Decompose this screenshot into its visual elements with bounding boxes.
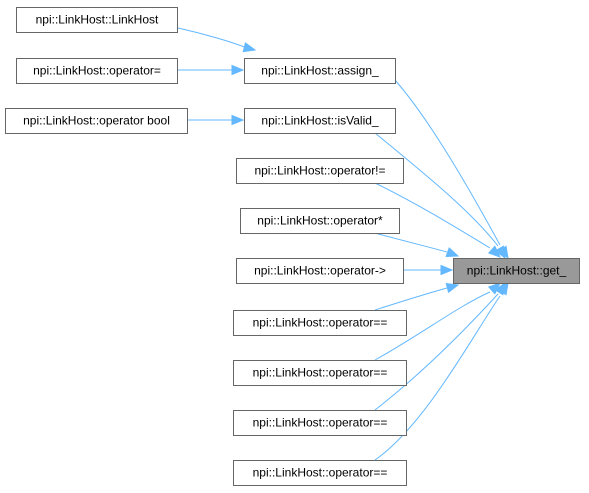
node-label: npi::LinkHost::operator*: [257, 214, 383, 228]
nodes-layer: npi::LinkHost::LinkHostnpi::LinkHost::op…: [5, 7, 580, 486]
edge-isvalid-to-get: [374, 132, 506, 260]
arrowhead: [231, 64, 245, 76]
arrowhead: [497, 281, 509, 296]
edge-line: [374, 295, 501, 461]
arrowhead: [242, 42, 257, 53]
edge-op_assign-to-assign: [178, 64, 245, 76]
node-label: npi::LinkHost::operator=: [33, 64, 161, 78]
edge-assign-to-get: [394, 79, 509, 260]
node-box: [233, 410, 407, 436]
node-box: [16, 58, 178, 84]
edge-op_bool-to-isvalid: [188, 114, 245, 126]
node-op-eq3[interactable]: npi::LinkHost::operator==: [233, 410, 407, 436]
node-op-eq2[interactable]: npi::LinkHost::operator==: [233, 360, 407, 386]
node-op-bool[interactable]: npi::LinkHost::operator bool: [5, 108, 188, 134]
node-label: npi::LinkHost::operator!=: [254, 164, 385, 178]
node-box: [240, 208, 400, 234]
edges-layer: [177, 27, 509, 461]
edge-line: [374, 287, 448, 311]
node-label: npi::LinkHost::operator==: [253, 416, 388, 430]
arrowhead: [445, 247, 460, 257]
node-label: npi::LinkHost::isValid_: [261, 114, 378, 128]
node-get[interactable]: npi::LinkHost::get_: [453, 258, 580, 284]
node-box: [233, 310, 407, 336]
node-box: [244, 108, 396, 134]
node-box: [236, 158, 404, 184]
node-label: npi::LinkHost::get_: [467, 264, 567, 278]
edge-op_arrow-to-get: [404, 264, 454, 276]
node-label: npi::LinkHost::operator->: [254, 264, 386, 278]
node-label: npi::LinkHost::assign_: [261, 64, 379, 78]
edge-line: [374, 182, 491, 249]
node-linkhost-ctor[interactable]: npi::LinkHost::LinkHost: [16, 7, 178, 33]
edge-op_eq4-to-get: [374, 281, 509, 461]
edge-line: [374, 293, 499, 411]
arrowhead: [487, 245, 501, 258]
arrowhead: [494, 245, 506, 260]
edge-op_eq3-to-get: [374, 281, 506, 411]
node-box: [236, 258, 404, 284]
node-box: [233, 360, 407, 386]
node-box: [244, 58, 396, 84]
edge-line: [394, 79, 501, 246]
node-op-star[interactable]: npi::LinkHost::operator*: [240, 208, 400, 234]
node-op-eq1[interactable]: npi::LinkHost::operator==: [233, 310, 407, 336]
node-op-arrow[interactable]: npi::LinkHost::operator->: [236, 258, 404, 284]
node-op-assign[interactable]: npi::LinkHost::operator=: [16, 58, 178, 84]
node-box: [5, 108, 188, 134]
arrowhead: [440, 264, 454, 276]
arrowhead: [445, 282, 460, 294]
node-op-ne[interactable]: npi::LinkHost::operator!=: [236, 158, 404, 184]
edge-line: [374, 132, 499, 247]
node-box: [233, 460, 407, 486]
node-box: [453, 258, 580, 284]
node-label: npi::LinkHost::operator bool: [23, 114, 170, 128]
edge-line: [374, 291, 491, 361]
node-label: npi::LinkHost::operator==: [253, 366, 388, 380]
edge-op_ne-to-get: [374, 182, 501, 258]
node-label: npi::LinkHost::LinkHost: [36, 13, 159, 27]
node-op-eq4[interactable]: npi::LinkHost::operator==: [233, 460, 407, 486]
node-isvalid[interactable]: npi::LinkHost::isValid_: [244, 108, 396, 134]
edge-op_star-to-get: [374, 232, 460, 257]
arrowhead: [231, 114, 245, 126]
edge-line: [177, 27, 248, 49]
node-assign[interactable]: npi::LinkHost::assign_: [244, 58, 396, 84]
node-label: npi::LinkHost::operator==: [253, 466, 388, 480]
edge-linkhost_ctor-to-assign: [177, 27, 257, 53]
node-label: npi::LinkHost::operator==: [253, 316, 388, 330]
edge-op_eq1-to-get: [374, 282, 460, 311]
edge-line: [374, 232, 448, 253]
node-box: [16, 7, 178, 33]
